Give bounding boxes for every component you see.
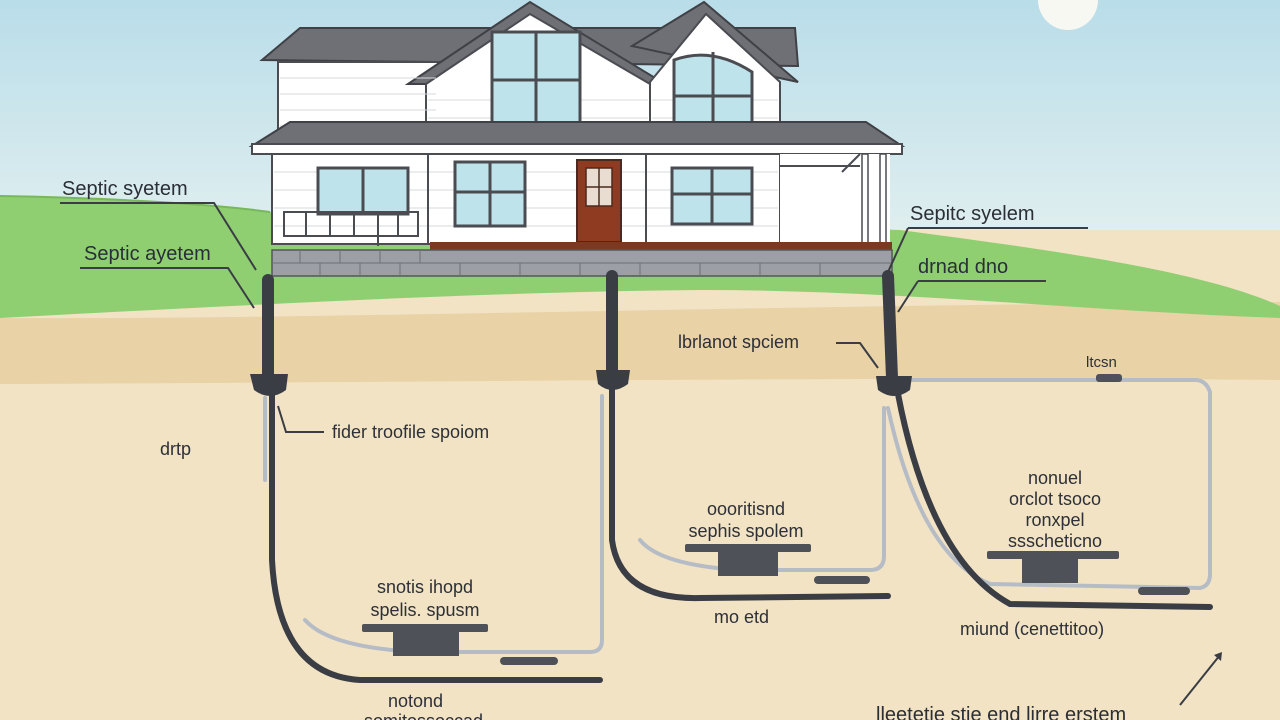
upper-soil-band [0, 302, 1280, 384]
label-fider-troofile-spoiom: fider troofile spoiom [332, 422, 490, 442]
label-tank-center-line-2: sephis spolem [688, 521, 804, 541]
pipe-center [609, 377, 891, 602]
label-tank-left: snotis ihopd spelis. spusm [352, 576, 498, 622]
label-septic-system-mid-left: Septic ayetem [84, 243, 211, 265]
label-tank-right-line-3: ronxpel [1025, 510, 1085, 530]
label-tank-right-line-4: ssscheticno [1007, 531, 1103, 551]
label-tank-right-line-1: nonuel [1027, 468, 1083, 488]
label-tank-right-line-2: orclot tsoco [1008, 489, 1102, 509]
label-septic-system-top-left: Septic syetem [62, 178, 188, 200]
pipe-joints [250, 370, 912, 396]
label-septic-system-right: Sepitc syelem [910, 203, 1035, 225]
label-lbrlanot-spciem: lbrlanot spciem [678, 332, 800, 352]
label-notond: notond [388, 691, 444, 711]
label-drtp: drtp [160, 439, 192, 459]
pipes [262, 270, 1213, 683]
leader-lines [60, 202, 1221, 706]
house [248, 0, 906, 277]
label-bottom-caption: lleetetie stie end lirre erstem [876, 704, 1127, 720]
label-tank-center-line-1: oooritisnd [706, 499, 786, 519]
label-miund: miund (cenettitoo) [960, 619, 1105, 639]
label-bottom-partial: somitossoccad [364, 711, 483, 720]
label-tank-left-line-1: snotis ihopd [376, 577, 474, 597]
label-tank-left-line-2: spelis. spusm [370, 600, 480, 620]
label-mo-etd: mo etd [714, 607, 770, 627]
sun [1038, 0, 1098, 30]
label-drnad-dno: drnad dno [918, 256, 1009, 278]
label-ltcsn: ltcsn [1086, 354, 1117, 371]
septic-tanks [362, 374, 1190, 665]
label-tank-right: nonuel orclot tsoco ronxpel ssscheticno [990, 468, 1120, 552]
label-tank-center: oooritisnd sephis spolem [676, 498, 816, 542]
pipe-left [269, 385, 603, 683]
pipe-right [895, 391, 1213, 610]
